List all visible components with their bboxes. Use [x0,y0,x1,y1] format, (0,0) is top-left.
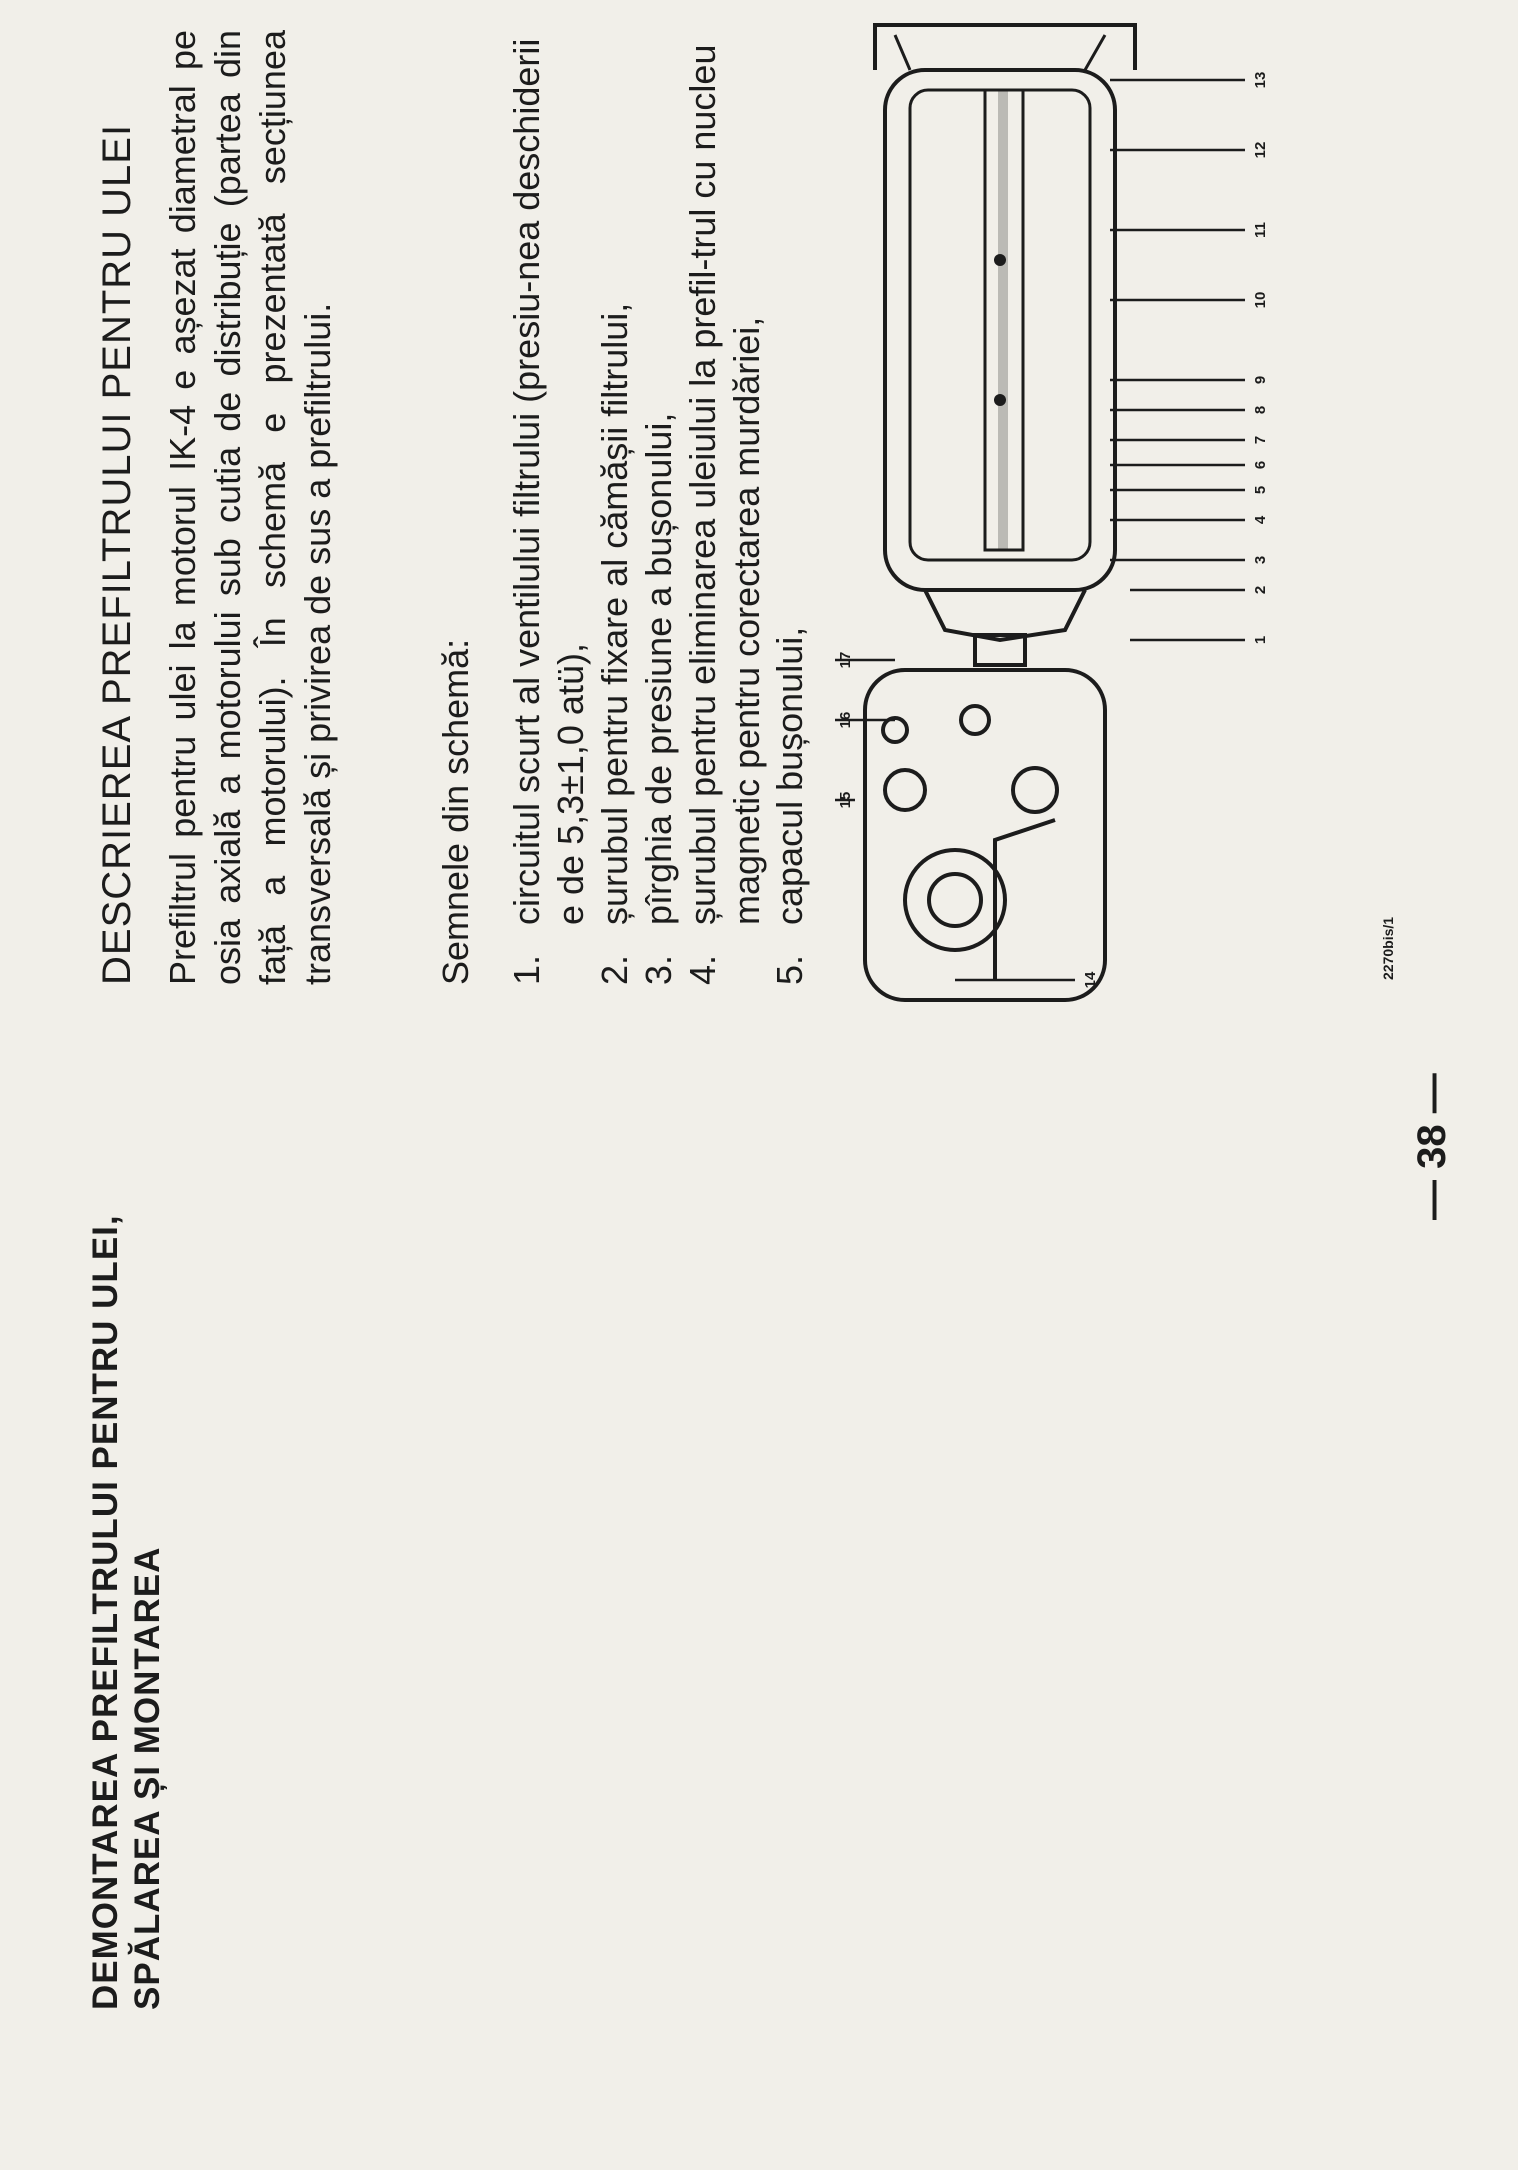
callout-12: 12 [1252,142,1269,159]
callout-3: 3 [1252,556,1269,564]
callout-8: 8 [1252,406,1269,414]
legend-text: capacul bușonului, [769,626,811,925]
figure-code: 2270bis/1 [1380,916,1396,980]
legend-number: 1. [506,954,547,985]
legend-text: șurubul pentru fixare al cămășii filtrul… [593,302,635,925]
legend-number: 5. [769,954,811,985]
callout-7: 7 [1252,436,1269,444]
callout-4: 4 [1252,515,1269,524]
legend-number: 4. [681,954,723,985]
intro-paragraph: Prefiltrul pentru ulei la motorul IK-4 e… [162,30,338,985]
callout-16: 16 [837,712,854,729]
top-view-bore [903,848,1007,952]
legend-item: 4. șurubul pentru eliminarea uleiului la… [681,25,769,985]
filter-bowl [883,68,1117,592]
legend-number: 2. [593,954,635,985]
legend-item: 2. șurubul pentru fixare al cămășii filt… [593,25,637,985]
section-title: DESCRIEREA PREFILTRULUI PENTRU ULEI [95,123,139,985]
callout-15: 15 [837,792,854,809]
prefilter-schematic: 1 2 3 4 5 6 7 8 9 10 11 12 13 14 15 16 1… [825,10,1475,1020]
callout-11: 11 [1252,222,1269,238]
callout-14: 14 [1082,971,1099,988]
title-line-2: SPĂLAREA ȘI MONTAREA [128,1546,167,2010]
callout-5: 5 [1252,486,1269,494]
legend-text: pîrghia de presiune a bușonului, [637,412,679,925]
callout-10: 10 [1252,292,1269,309]
callout-9: 9 [1252,376,1269,384]
bowl-bottom [923,589,1087,643]
legend-heading: Semnele din schemă: [435,638,476,985]
legend-text: circuitul scurt al ventilului filtrului … [506,38,591,925]
legend-number: 3. [637,954,679,985]
page-number: — 38 — [1410,1073,1454,1220]
legend-item: 5. capacul bușonului, [768,25,812,985]
legend-item: 1. circuitul scurt al ventilului filtrul… [505,25,593,985]
legend-text: șurubul pentru eliminarea uleiului la pr… [681,44,767,925]
callout-17: 17 [837,652,854,669]
callout-6: 6 [1252,461,1269,469]
callout-1: 1 [1252,636,1269,644]
left-page-title: DEMONTAREA PREFILTRULUI PENTRU ULEI, SPĂ… [85,1110,169,2010]
top-view-flange [863,668,1107,1002]
legend-list: 1. circuitul scurt al ventilului filtrul… [505,25,812,985]
prefilter-drawing: 1 2 3 4 5 6 7 8 9 10 11 12 13 14 15 16 1… [825,23,1269,1002]
title-line-1: DEMONTAREA PREFILTRULUI PENTRU ULEI, [86,1214,125,2010]
legend-item: 3. pîrghia de presiune a bușonului, [637,25,681,985]
callout-13: 13 [1252,72,1269,89]
callout-2: 2 [1252,586,1269,594]
